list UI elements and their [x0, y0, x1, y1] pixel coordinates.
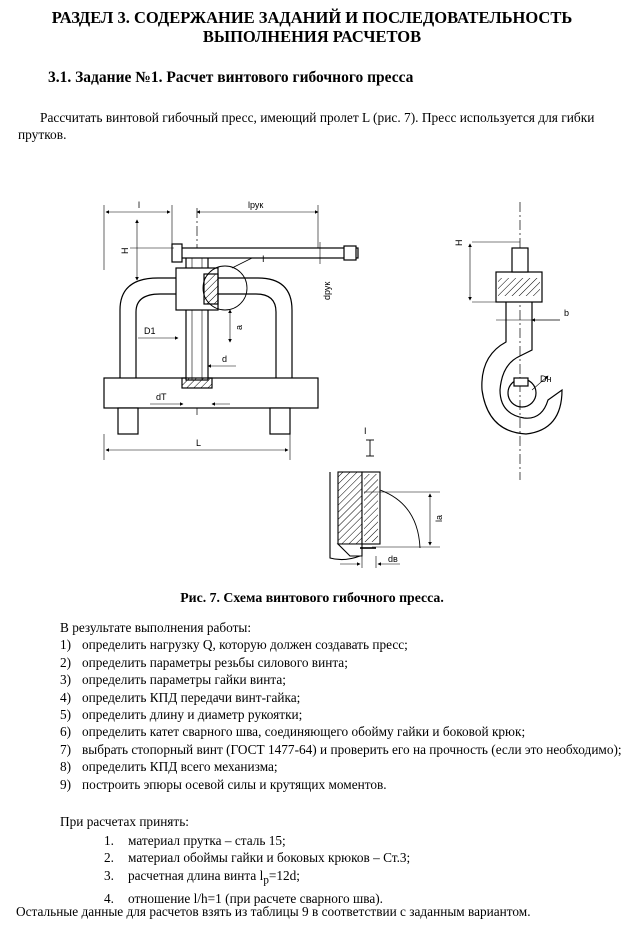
list-item: 3.расчетная длина винта lр=12d; [104, 867, 300, 887]
label-I2: I [364, 426, 367, 436]
list-item: 2)определить параметры резьбы силового в… [60, 654, 348, 670]
label-b: b [564, 308, 569, 318]
results-list: 1)определить нагрузку Q, которую должен … [60, 636, 624, 793]
list-item: 6)определить катет сварного шва, соединя… [60, 724, 526, 740]
results-heading: В результате выполнения работы: [60, 620, 252, 635]
label-dT: dT [156, 392, 167, 402]
list-item: 7)выбрать стопорный винт (ГОСТ 1477-64) … [60, 741, 622, 757]
hook-side-view [468, 202, 563, 480]
figure-caption: Рис. 7. Схема винтового гибочного пресса… [180, 590, 444, 605]
label-D1: D1 [144, 326, 156, 336]
label-la: la [434, 515, 444, 522]
footer-note: Остальные данные для расчетов взять из т… [16, 904, 531, 919]
label-db: dв [388, 554, 398, 564]
label-Dn: Dн [540, 374, 551, 384]
label-a: a [234, 325, 244, 330]
label-l-ruk: lрук [248, 200, 263, 210]
label-H2: H [454, 240, 464, 247]
list-item: 9)построить эпюры осевой силы и крутящих… [60, 776, 387, 792]
label-d-ruk: dрук [322, 282, 332, 300]
label-H: H [120, 248, 130, 255]
label-I: I [262, 254, 265, 264]
list-item: 1)определить нагрузку Q, которую должен … [60, 637, 408, 653]
list-item: 1.материал прутка – сталь 15; [104, 833, 286, 848]
task-title: 3.1. Задание №1. Расчет винтового гибочн… [48, 69, 414, 86]
list-item: 3)определить параметры гайки винта; [60, 672, 286, 688]
press-main-view [103, 205, 359, 460]
press-diagram: l lрук H I dрук D1 a d dT L H b Dн [103, 200, 569, 568]
accept-list: 1.материал прутка – сталь 15; 2.материал… [104, 832, 410, 907]
results-section: В результате выполнения работы: 1)опреде… [60, 619, 624, 793]
section-title: РАЗДЕЛ 3. СОДЕРЖАНИЕ ЗАДАНИЙ И ПОСЛЕДОВА… [51, 8, 573, 46]
list-item: 8)определить КПД всего механизма; [60, 759, 278, 775]
label-L: L [196, 438, 201, 448]
accept-heading: При расчетах принять: [60, 814, 189, 829]
list-item: 5)определить длину и диаметр рукоятки; [60, 707, 303, 723]
list-item: 4)определить КПД передачи винт-гайка; [60, 689, 301, 705]
label-d: d [222, 354, 227, 364]
list-item: 4.отношение l/h=1 (при расчете сварного … [104, 890, 384, 906]
list-item: 2.материал обоймы гайки и боковых крюков… [104, 850, 411, 866]
intro-paragraph: Рассчитать винтовой гибочный пресс, имею… [18, 110, 595, 142]
weld-detail-view [329, 439, 440, 568]
label-l: l [138, 200, 140, 210]
